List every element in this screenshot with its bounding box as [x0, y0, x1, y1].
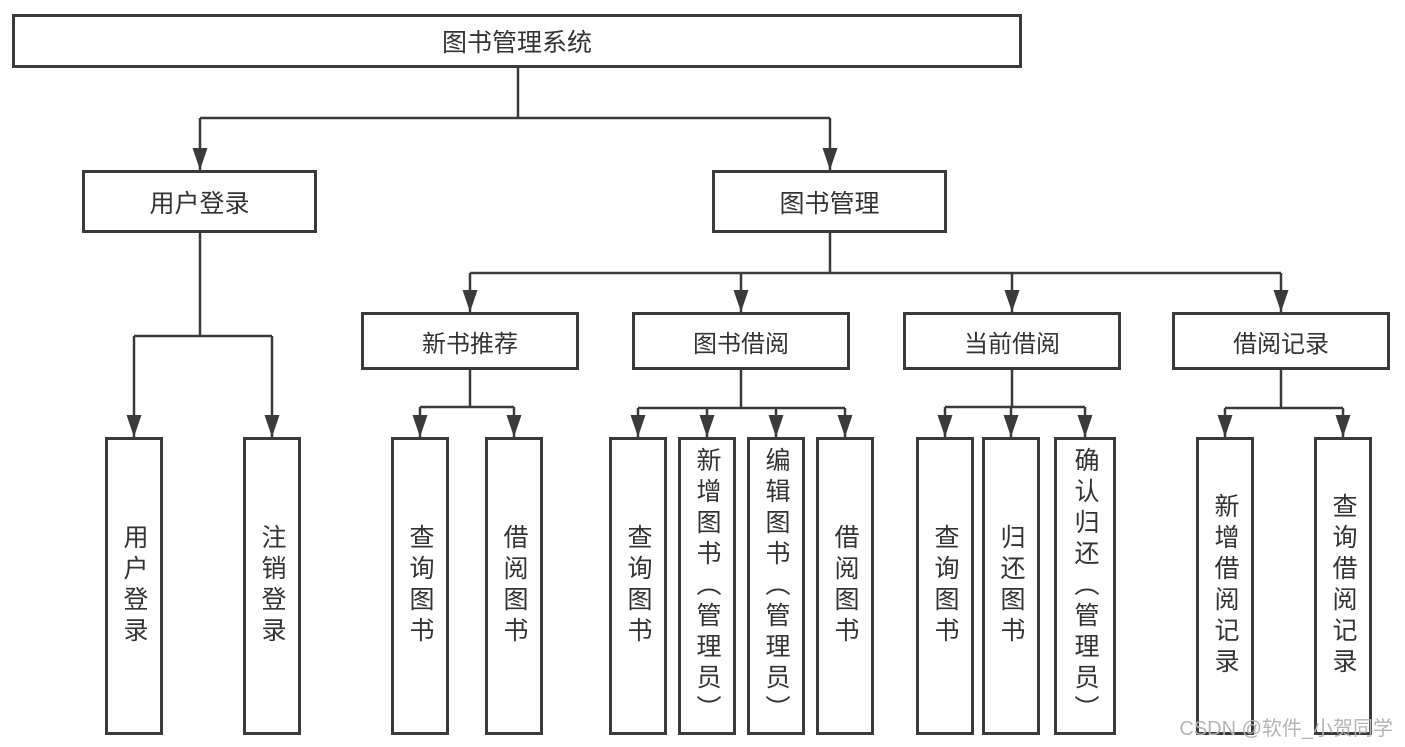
leaf-borrow-books-recommend: 借阅图书	[485, 437, 543, 735]
leaf-logout-login: 注销登录	[243, 437, 301, 735]
edge-current-borrowing-to-leaves	[937, 370, 1093, 437]
leaf-query-books-recommend: 查询图书	[391, 437, 449, 735]
node-book-borrowing: 图书借阅	[632, 312, 850, 370]
node-new-book-recommendation: 新书推荐	[361, 312, 579, 370]
leaf-add-borrow-record: 新增借阅记录	[1196, 437, 1254, 735]
leaf-return-books: 归还图书	[982, 437, 1040, 735]
node-user-login: 用户登录	[82, 170, 317, 233]
node-book-management: 图书管理	[712, 170, 947, 233]
edge-new-book-recommendation-to-leaves	[412, 370, 522, 437]
leaf-query-books-current: 查询图书	[916, 437, 974, 735]
edge-root-to-level2	[192, 68, 838, 170]
leaf-query-borrow-record: 查询借阅记录	[1314, 437, 1372, 735]
leaf-add-book-admin: 新增图书（管理员）	[678, 437, 736, 735]
leaf-borrow-books-borrowing: 借阅图书	[816, 437, 874, 735]
edge-borrowing-records-to-leaves	[1217, 370, 1351, 437]
edge-book-management-to-level3	[462, 233, 1289, 312]
node-current-borrowing: 当前借阅	[903, 312, 1121, 370]
edge-user-login-to-leaves	[126, 233, 280, 437]
node-borrowing-records: 借阅记录	[1172, 312, 1390, 370]
leaf-confirm-return-admin: 确认归还（管理员）	[1054, 437, 1116, 735]
node-library-system: 图书管理系统	[12, 14, 1022, 68]
leaf-edit-book-admin: 编辑图书（管理员）	[747, 437, 805, 735]
leaf-query-books-borrowing: 查询图书	[609, 437, 667, 735]
csdn-watermark: CSDN @软件_小贺同学	[1179, 718, 1393, 740]
leaf-user-login: 用户登录	[105, 437, 163, 735]
edge-book-borrowing-to-leaves	[630, 370, 853, 437]
